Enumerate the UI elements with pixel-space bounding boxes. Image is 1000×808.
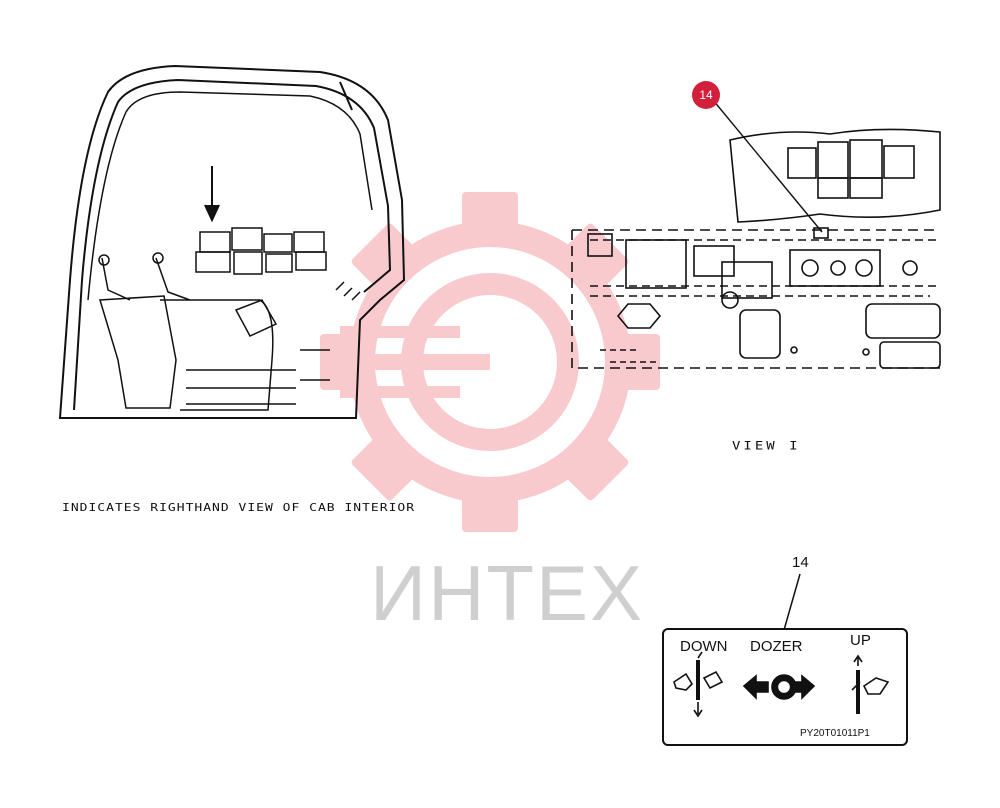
dozer-decal: DOWN DOZER UP PY20T01 (662, 628, 908, 746)
gear-tooth (351, 223, 424, 296)
gear-tooth (462, 192, 518, 242)
cab-pillar-line (339, 81, 353, 111)
decal-down-label: DOWN (680, 638, 728, 655)
neutral-icon (778, 681, 790, 693)
cab-vent-slots (335, 281, 361, 301)
panel-switch-cluster (195, 227, 327, 275)
cab-door-frame (58, 64, 406, 419)
detail-console-outline (571, 229, 940, 369)
gear-bar (340, 386, 460, 398)
cab-window-outline (73, 78, 392, 411)
leader-line (712, 99, 823, 233)
gear-inner-ring (401, 273, 579, 451)
decal-title: DOZER (750, 638, 803, 655)
detail-components (587, 233, 941, 369)
detail-upper-panel (729, 128, 941, 223)
decal-up-label: UP (850, 632, 871, 649)
lever-up-icon (851, 654, 890, 714)
lever-down-icon (673, 651, 724, 718)
gear-tooth (556, 428, 629, 501)
gear-bar (340, 326, 460, 338)
gear-bar (340, 354, 490, 370)
decal-part-number: 14 (792, 554, 809, 571)
decal-code: PY20T01011P1 (800, 728, 870, 739)
callout-number-badge: 14 (692, 81, 720, 109)
watermark-text: ИНТЕХ (370, 549, 645, 637)
gear-tooth (462, 482, 518, 532)
detail-switch-blocks (787, 139, 915, 199)
gear-tooth (556, 223, 629, 296)
gear-ring (349, 221, 631, 503)
seat-and-console (98, 252, 330, 411)
caption-cab-interior: INDICATES RIGHTHAND VIEW OF CAB INTERIOR (62, 502, 416, 514)
decal-pictograms (673, 651, 890, 718)
cab-glass-edge (87, 91, 373, 301)
caption-view-label: VIEW I (732, 440, 801, 453)
view-arrow-head (204, 204, 220, 223)
leader-target-label (813, 227, 829, 239)
gear-tooth (351, 428, 424, 501)
